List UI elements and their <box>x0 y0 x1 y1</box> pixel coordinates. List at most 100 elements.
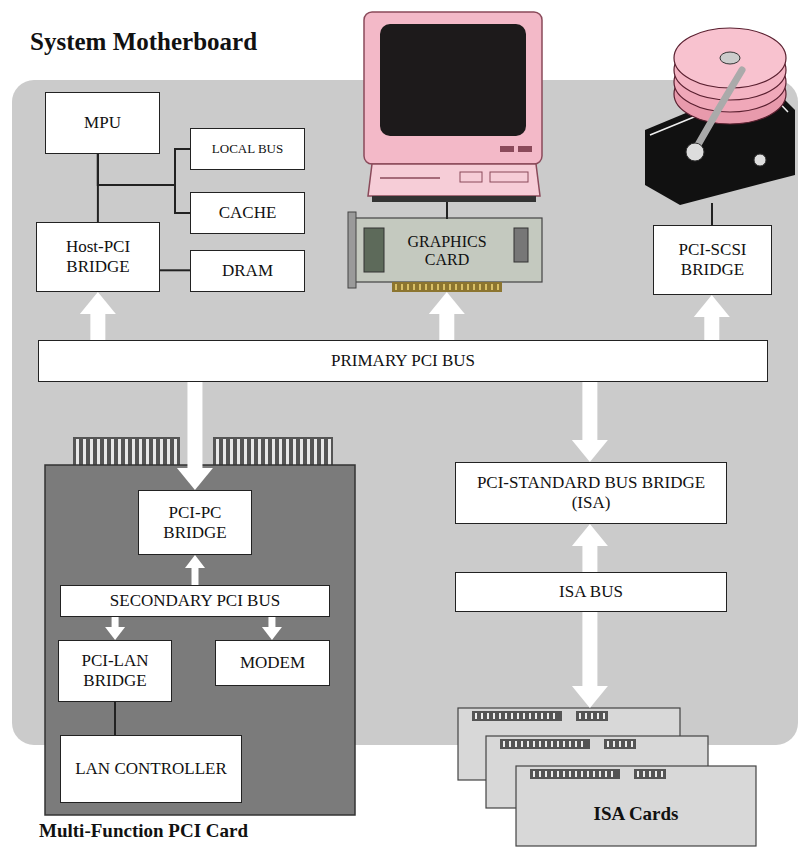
connector-finger <box>487 713 489 719</box>
connector-finger <box>314 439 317 465</box>
processor-box: MPU <box>45 92 160 154</box>
monitor-button <box>460 172 482 182</box>
isa-card <box>516 766 756 846</box>
monitor-button <box>490 172 528 182</box>
bus-box: LOCAL BUS <box>190 128 305 170</box>
connector-finger <box>237 439 240 465</box>
connector-path <box>704 315 719 340</box>
connector-finger <box>160 439 163 465</box>
connector-line <box>160 270 190 271</box>
bus-band: ISA BUS <box>455 572 727 612</box>
connector-finger <box>517 713 519 719</box>
connector-finger <box>455 284 457 290</box>
connector-finger <box>425 284 427 290</box>
box-label: PCI-SCSI BRIDGE <box>662 240 763 279</box>
card-bracket <box>348 212 356 288</box>
bridge-box: PCI-STANDARD BUS BRIDGE (ISA) <box>455 462 727 524</box>
connector-finger <box>265 439 268 465</box>
connector-finger <box>328 439 331 465</box>
drive-cable <box>711 203 713 226</box>
connector-finger <box>535 713 537 719</box>
connector-finger <box>541 713 543 719</box>
connector-finger <box>499 713 501 719</box>
connector-finger <box>395 284 397 290</box>
connector-path <box>582 612 597 688</box>
connector-finger <box>251 439 254 465</box>
box-label: PCI-LAN BRIDGE <box>67 651 163 690</box>
card-board <box>352 218 542 282</box>
connector-finger <box>475 713 477 719</box>
box-label: MPU <box>84 113 121 133</box>
connector-finger <box>547 713 549 719</box>
connector-path <box>439 312 454 340</box>
connector-finger <box>591 713 593 719</box>
box-label: MODEM <box>240 653 305 673</box>
connector-finger <box>515 741 517 747</box>
controller-box: LAN CONTROLLER <box>60 735 242 803</box>
connector-finger <box>563 771 565 777</box>
connector-finger <box>216 439 219 465</box>
connector-finger <box>491 284 493 290</box>
connector-finger <box>631 741 633 747</box>
monitor-base <box>368 164 540 196</box>
monitor-button <box>500 146 514 152</box>
connector-finger <box>611 771 613 777</box>
connector-finger <box>321 439 324 465</box>
monitor-illustration <box>364 12 542 219</box>
connector-finger <box>497 284 499 290</box>
connector-finger <box>90 439 93 465</box>
bus-band: PRIMARY PCI BUS <box>38 340 768 382</box>
connector-finger <box>613 741 615 747</box>
connector-finger <box>585 713 587 719</box>
connector-finger <box>97 439 100 465</box>
connector-finger <box>244 439 247 465</box>
connector-finger <box>481 713 483 719</box>
edge-connector <box>213 437 333 467</box>
bus-band: SECONDARY PCI BUS <box>60 585 330 617</box>
connector-finger <box>637 771 639 777</box>
drive-pivot <box>686 143 704 161</box>
edge-connector <box>73 437 180 467</box>
connector-finger <box>139 439 142 465</box>
edge-connector <box>472 711 562 721</box>
box-label: PCI-STANDARD BUS BRIDGE (ISA) <box>471 473 711 512</box>
edge-connector <box>604 739 636 749</box>
connector-finger <box>407 284 409 290</box>
connector-finger <box>575 741 577 747</box>
drive-motor <box>754 154 766 166</box>
drive-actuator-arm <box>695 70 742 150</box>
connector-finger <box>579 713 581 719</box>
connector-finger <box>581 741 583 747</box>
connector-path <box>192 566 199 585</box>
connector-finger <box>521 741 523 747</box>
pci-card: Multi-Function PCI CardPCI-PC BRIDGESECO… <box>45 435 355 815</box>
connector-finger <box>551 771 553 777</box>
connector-finger <box>76 439 79 465</box>
connector-finger <box>539 771 541 777</box>
connector-finger <box>503 741 505 747</box>
connector-finger <box>279 439 282 465</box>
connector-finger <box>293 439 296 465</box>
connector-finger <box>511 713 513 719</box>
connector-finger <box>599 771 601 777</box>
connector-finger <box>655 771 657 777</box>
monitor-foot <box>372 196 536 202</box>
connector-finger <box>111 439 114 465</box>
connector-finger <box>125 439 128 465</box>
edge-connector <box>500 739 590 749</box>
connector-finger <box>529 713 531 719</box>
connector-finger <box>132 439 135 465</box>
connector-finger <box>593 771 595 777</box>
edge-connector <box>576 711 608 721</box>
drive-spindle <box>720 52 740 64</box>
modem-box: MODEM <box>215 640 330 686</box>
connector-finger <box>174 439 177 465</box>
connector-finger <box>104 439 107 465</box>
connector-finger <box>625 741 627 747</box>
connector-finger <box>539 741 541 747</box>
memory-box: DRAM <box>190 250 305 292</box>
connector-finger <box>597 713 599 719</box>
monitor-bezel <box>364 12 542 164</box>
box-label: LAN CONTROLLER <box>75 759 227 779</box>
